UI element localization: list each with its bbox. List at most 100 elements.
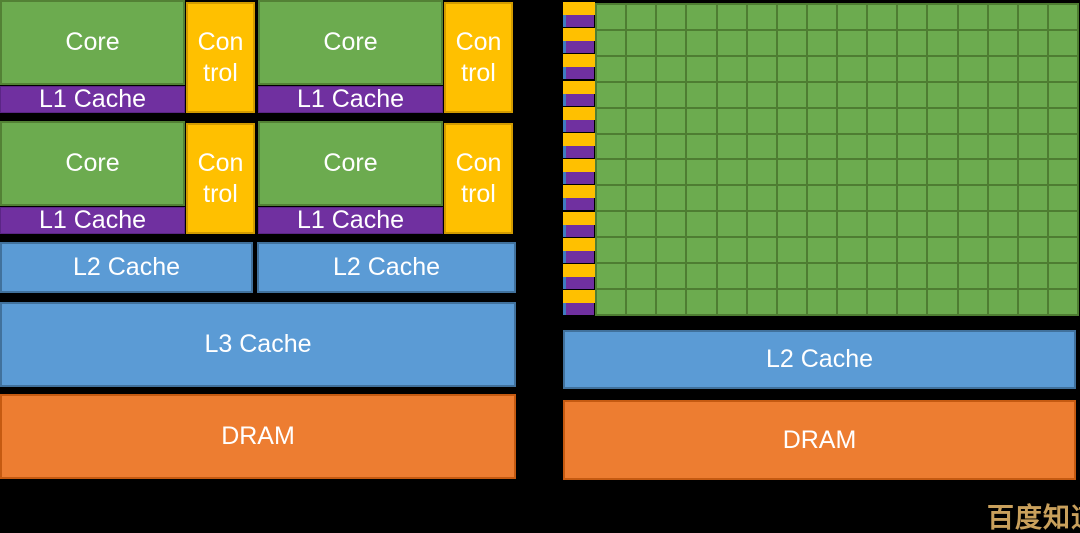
- gpu-alu-cell: [627, 160, 656, 185]
- gpu-alu-cell: [928, 238, 957, 263]
- gpu-cache-blue-sliver: [563, 172, 566, 185]
- gpu-alu-cell: [657, 264, 686, 289]
- gpu-l1-cache-stripe: [566, 146, 594, 158]
- gpu-alu-cell: [958, 160, 987, 185]
- gpu-alu-cell: [1018, 238, 1047, 263]
- gpu-alu-cell: [1018, 134, 1047, 159]
- gpu-alu-cell: [988, 30, 1017, 55]
- gpu-l1-cache-stripe: [566, 15, 594, 27]
- gpu-l2-cache-block: L2 Cache: [563, 330, 1076, 389]
- gpu-alu-cell: [928, 186, 957, 211]
- gpu-alu-cell: [807, 186, 836, 211]
- gpu-alu-cell: [627, 186, 656, 211]
- gpu-alu-cell: [627, 212, 656, 237]
- gpu-alu-cell: [988, 264, 1017, 289]
- gpu-alu-cell: [687, 264, 716, 289]
- gpu-alu-cell: [898, 290, 927, 314]
- gpu-alu-cell: [1018, 160, 1047, 185]
- gpu-alu-cell: [898, 134, 927, 159]
- gpu-alu-cell: [717, 160, 746, 185]
- gpu-row-control-cache: [562, 54, 596, 80]
- gpu-alu-cell: [657, 82, 686, 107]
- gpu-alu-cell: [928, 290, 957, 314]
- gpu-alu-cell: [988, 290, 1017, 314]
- gpu-alu-cell: [898, 186, 927, 211]
- gpu-alu-cell: [597, 290, 626, 314]
- gpu-alu-cell: [868, 290, 897, 314]
- gpu-alu-cell: [717, 134, 746, 159]
- gpu-alu-cell: [1018, 186, 1047, 211]
- gpu-alu-cell: [807, 160, 836, 185]
- gpu-alu-cell: [657, 108, 686, 133]
- gpu-cache-blue-sliver: [563, 250, 566, 263]
- gpu-alu-cell: [717, 5, 746, 29]
- gpu-alu-cell: [1048, 186, 1077, 211]
- gpu-control-stripe: [563, 290, 595, 304]
- gpu-alu-cell: [868, 160, 897, 185]
- gpu-alu-cell: [687, 186, 716, 211]
- cpu-l2-cache-block-right: L2 Cache: [257, 242, 516, 293]
- gpu-cache-blue-sliver: [563, 198, 566, 211]
- gpu-alu-cell: [928, 264, 957, 289]
- gpu-alu-cell: [1018, 56, 1047, 81]
- gpu-alu-cell: [838, 82, 867, 107]
- gpu-dram-block: DRAM: [563, 400, 1076, 480]
- gpu-alu-cell: [627, 5, 656, 29]
- gpu-alu-cell: [928, 212, 957, 237]
- gpu-alu-cell: [1048, 56, 1077, 81]
- control-label-line1: Con: [455, 148, 502, 177]
- gpu-alu-cell: [838, 30, 867, 55]
- gpu-alu-cell: [898, 56, 927, 81]
- gpu-alu-cell: [868, 264, 897, 289]
- cpu-control-block: Con trol: [186, 123, 255, 234]
- gpu-row-control-cache: [562, 290, 596, 316]
- gpu-alu-cell: [868, 186, 897, 211]
- cpu-core-cluster-4: Core L1 Cache Con trol: [258, 121, 515, 237]
- gpu-alu-cell: [717, 212, 746, 237]
- gpu-alu-cell: [717, 264, 746, 289]
- gpu-alu-cell: [807, 238, 836, 263]
- gpu-l1-cache-stripe: [566, 303, 594, 316]
- gpu-alu-cell: [687, 290, 716, 314]
- gpu-alu-cell: [898, 82, 927, 107]
- gpu-cache-blue-sliver: [563, 224, 566, 237]
- cpu-core-cluster-1: Core L1 Cache Con trol: [0, 0, 257, 116]
- gpu-alu-cell: [717, 30, 746, 55]
- gpu-alu-cell: [838, 264, 867, 289]
- gpu-alu-cell: [988, 56, 1017, 81]
- gpu-alu-cell: [687, 56, 716, 81]
- gpu-alu-cell: [898, 264, 927, 289]
- gpu-alu-cell: [627, 134, 656, 159]
- gpu-alu-cell: [928, 160, 957, 185]
- gpu-alu-cell: [597, 30, 626, 55]
- gpu-alu-cell: [627, 30, 656, 55]
- gpu-alu-cell: [627, 56, 656, 81]
- gpu-alu-cell: [898, 30, 927, 55]
- gpu-alu-cell: [868, 56, 897, 81]
- gpu-control-stripe: [563, 54, 595, 68]
- gpu-alu-cell: [747, 186, 776, 211]
- gpu-row-control-cache: [562, 80, 596, 107]
- gpu-alu-cell: [928, 82, 957, 107]
- gpu-alu-cell: [777, 82, 806, 107]
- gpu-alu-cell: [898, 238, 927, 263]
- gpu-control-stripe: [563, 264, 595, 277]
- gpu-alu-cell: [747, 212, 776, 237]
- gpu-alu-cell: [777, 290, 806, 314]
- gpu-l1-cache-stripe: [566, 250, 594, 263]
- gpu-alu-cell: [807, 56, 836, 81]
- gpu-alu-cell: [838, 134, 867, 159]
- cpu-l1-cache-block: L1 Cache: [0, 206, 185, 234]
- gpu-alu-cell: [777, 108, 806, 133]
- gpu-alu-cell: [747, 290, 776, 314]
- gpu-alu-cell: [988, 160, 1017, 185]
- gpu-row-control-cache: [562, 28, 596, 54]
- gpu-control-stripe: [563, 106, 595, 120]
- gpu-alu-cell: [717, 290, 746, 314]
- gpu-alu-cell: [868, 30, 897, 55]
- gpu-alu-cell: [807, 134, 836, 159]
- gpu-alu-cell: [958, 5, 987, 29]
- gpu-alu-cell: [1018, 30, 1047, 55]
- cpu-control-block: Con trol: [444, 2, 513, 113]
- control-label-line2: trol: [203, 58, 238, 87]
